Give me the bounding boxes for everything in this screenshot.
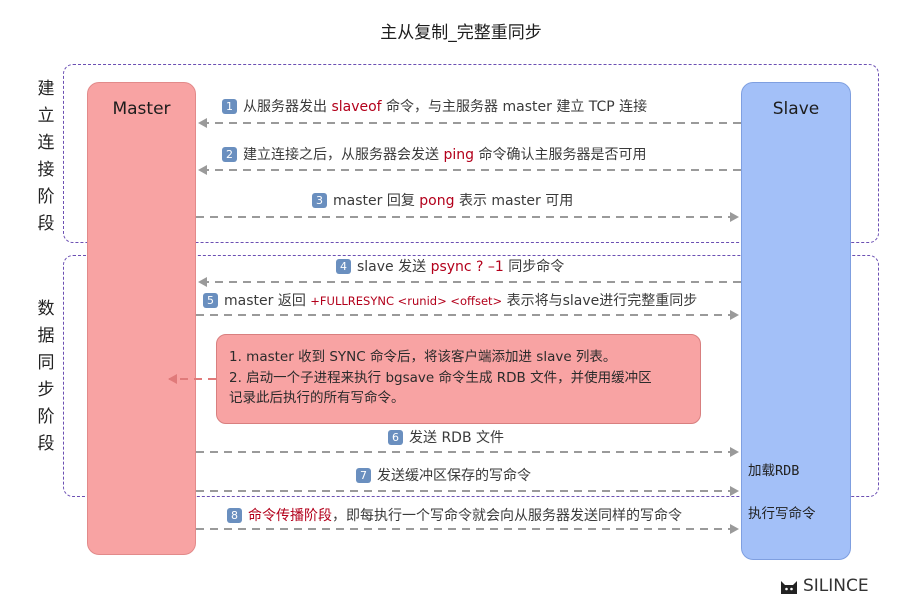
slave-load-rdb: 加载RDB (748, 463, 800, 479)
step-number-badge: 1 (222, 99, 237, 114)
watermark-text: SILINCE (803, 576, 869, 596)
cat-logo-icon (781, 581, 797, 594)
sync-phase-box (63, 255, 879, 497)
step-number-badge: 2 (222, 147, 237, 162)
note-line: 1. master 收到 SYNC 命令后，将该客户端添加进 slave 列表。 (229, 349, 617, 365)
step-number-badge: 5 (203, 293, 218, 308)
step-number-badge: 6 (388, 430, 403, 445)
connect-phase-label: 建 立 连 接 阶 段 (37, 79, 55, 234)
step-number-badge: 4 (336, 259, 351, 274)
step-number-badge: 3 (312, 193, 327, 208)
master-process-note: 1. master 收到 SYNC 命令后，将该客户端添加进 slave 列表。… (216, 334, 701, 424)
master-lane (87, 82, 196, 555)
sync-phase-label: 数 据 同 步 阶 段 (37, 299, 55, 454)
note-line: 2. 启动一个子进程来执行 bgsave 命令生成 RDB 文件，并使用缓冲区 (229, 369, 652, 386)
note-line: 记录此后执行的所有写命令。 (229, 390, 405, 406)
slave-exec-write: 执行写命令 (748, 506, 816, 522)
step-number-badge: 8 (227, 508, 242, 523)
slave-lane-title: Slave (772, 99, 820, 119)
master-lane-title: Master (112, 99, 171, 119)
slave-lane (741, 82, 851, 560)
watermark: SILINCE (779, 576, 869, 596)
diagram-title: 主从复制_完整重同步 (380, 23, 542, 43)
connect-phase-box (63, 64, 879, 243)
step-number-badge: 7 (356, 468, 371, 483)
